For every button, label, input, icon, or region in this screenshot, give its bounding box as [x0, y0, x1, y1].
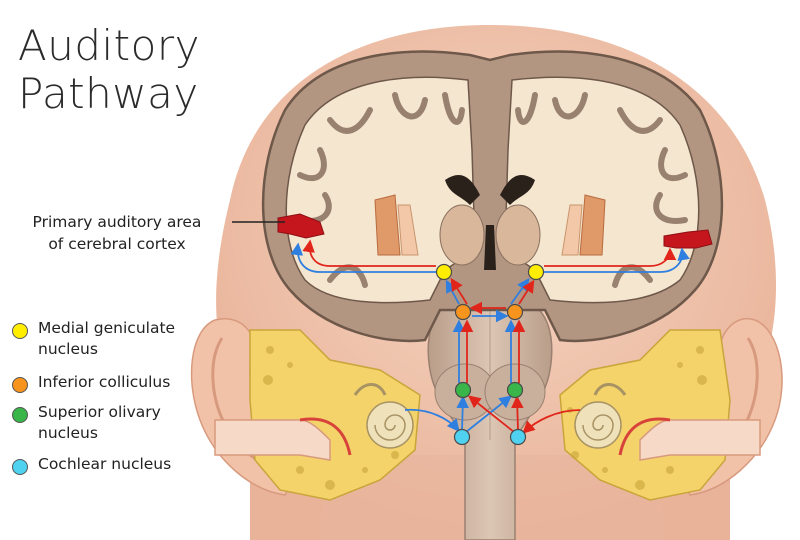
right-cochlea	[574, 401, 622, 449]
right-primary-auditory-area	[663, 229, 713, 249]
left-primary-auditory-area	[277, 213, 325, 239]
right-medial-geniculate-nucleus	[527, 263, 545, 281]
cortex-label-line-1: Primary auditory area	[32, 213, 202, 231]
legend-dot-green	[12, 407, 28, 423]
legend-label: Cochlear nucleus	[38, 454, 213, 475]
title-line-1: Auditory	[18, 21, 200, 70]
right-superior-olivary-nucleus	[506, 381, 524, 399]
primary-auditory-area-label: Primary auditory area of cerebral cortex	[22, 211, 212, 255]
legend-label: Inferior colliculus	[38, 372, 213, 393]
left-inferior-colliculus	[454, 303, 472, 321]
legend-label-line-2: nucleus	[38, 424, 98, 442]
title-line-2: Pathway	[18, 69, 199, 118]
right-temporal-bone	[559, 329, 761, 501]
legend-dot-yellow	[12, 323, 28, 339]
diagram-title: Auditory Pathway	[18, 22, 200, 118]
left-medial-geniculate-nucleus	[435, 263, 453, 281]
cortex-label-line-2: of cerebral cortex	[48, 235, 186, 253]
left-temporal-bone	[214, 329, 421, 501]
legend-dot-orange	[12, 377, 28, 393]
left-superior-olivary-nucleus	[454, 381, 472, 399]
left-cochlear-nucleus	[453, 428, 471, 446]
left-cochlea	[366, 401, 414, 449]
legend-label-line-1: Medial geniculate	[38, 319, 176, 337]
right-cochlear-nucleus	[509, 428, 527, 446]
legend-label-line-1: Inferior colliculus	[38, 373, 171, 391]
legend-label: Superior olivary nucleus	[38, 402, 213, 444]
nuclei	[435, 263, 545, 446]
legend-label-line-1: Superior olivary	[38, 403, 161, 421]
legend-label-line-2: nucleus	[38, 340, 98, 358]
pathway-arrows	[290, 239, 690, 434]
legend-label: Medial geniculate nucleus	[38, 318, 213, 360]
legend-dot-cyan	[12, 459, 28, 475]
legend-label-line-1: Cochlear nucleus	[38, 455, 172, 473]
brain-coronal-section	[261, 50, 724, 343]
right-inferior-colliculus	[506, 303, 524, 321]
